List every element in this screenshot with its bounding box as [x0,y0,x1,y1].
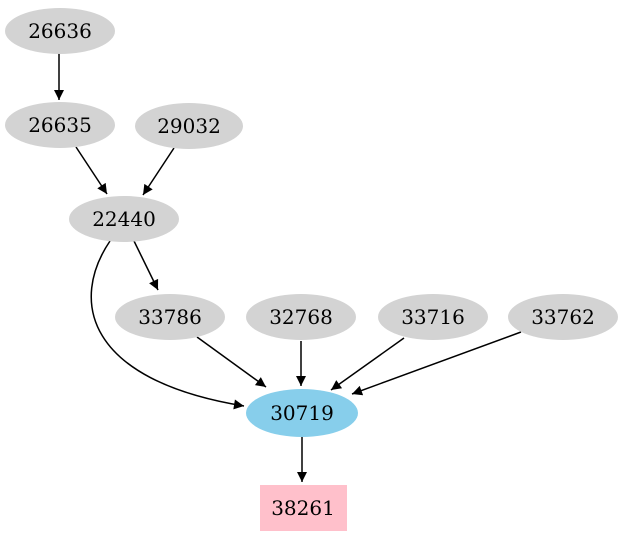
node-32768-shape [246,294,356,340]
node-29032-shape [135,103,243,149]
edge-33762-30719 [351,331,522,396]
node-26636: 26636 [5,8,115,54]
node-33786-shape [115,294,225,340]
edge-33716-30719 [330,337,405,391]
node-26635-shape [5,102,115,148]
node-38261-shape [260,485,347,531]
node-38261: 38261 [260,485,347,531]
node-33762: 33762 [508,294,618,340]
edge-22440-30719 [90,240,245,410]
node-26635: 26635 [5,102,115,148]
node-30719-label: 30719 [270,401,334,425]
node-22440-label: 22440 [92,207,156,231]
node-33716-label: 33716 [401,305,465,329]
node-33716-shape [378,294,488,340]
edge-layer [54,53,522,482]
node-33762-label: 33762 [531,305,595,329]
node-layer: 26636 26635 29032 22440 33786 32768 [5,8,618,531]
edge-26635-22440 [75,146,108,195]
node-32768-label: 32768 [269,305,333,329]
node-33786: 33786 [115,294,225,340]
edge-22440-33786 [133,240,159,291]
node-29032-label: 29032 [157,114,221,138]
node-30719-shape [246,389,358,437]
node-33786-label: 33786 [138,305,202,329]
node-26636-shape [5,8,115,54]
node-33762-shape [508,294,618,340]
node-33716: 33716 [378,294,488,340]
edge-29032-22440 [142,147,175,196]
node-22440: 22440 [69,196,179,242]
node-32768: 32768 [246,294,356,340]
node-26635-label: 26635 [28,113,92,137]
node-30719: 30719 [246,389,358,437]
node-26636-label: 26636 [28,19,92,43]
node-22440-shape [69,196,179,242]
node-38261-label: 38261 [271,496,335,520]
node-29032: 29032 [135,103,243,149]
edge-33786-30719 [196,336,267,388]
